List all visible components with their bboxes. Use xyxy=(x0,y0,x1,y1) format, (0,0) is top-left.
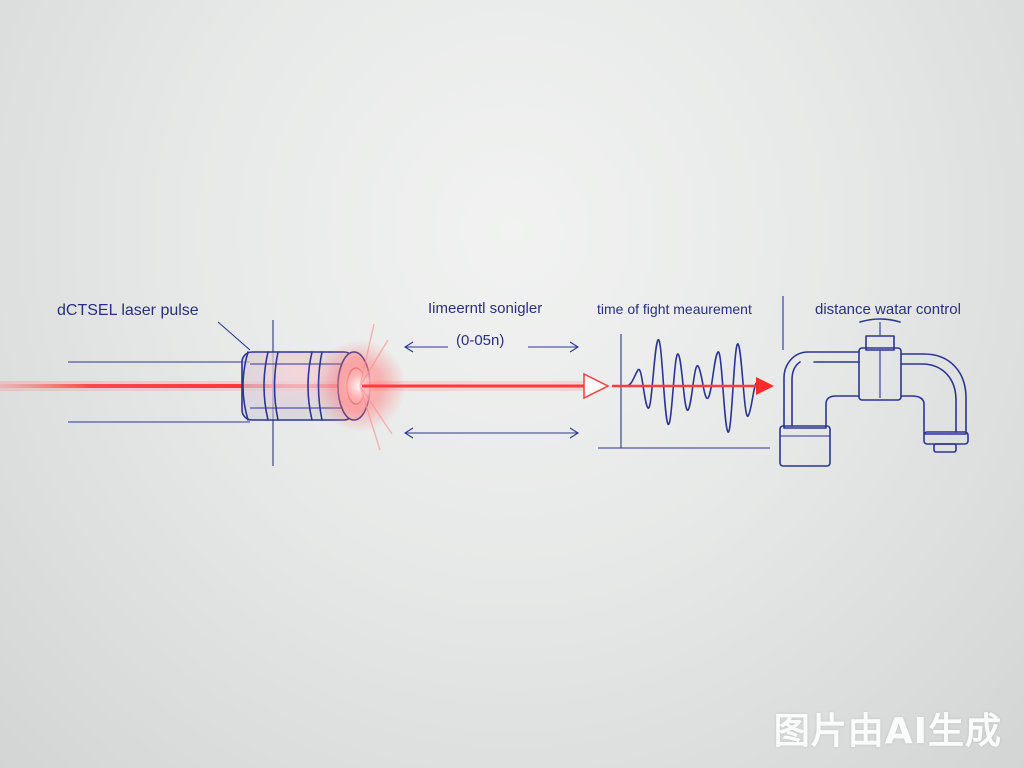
laser-pulse-label: dCTSEL laser pulse xyxy=(57,302,199,319)
beam-arrow-icon xyxy=(583,372,610,400)
glow-rays xyxy=(359,323,393,451)
middle-top-label: Iimeerntl sonigler xyxy=(428,300,542,317)
waveform-icon xyxy=(625,339,759,433)
water-faucet-icon xyxy=(779,318,969,467)
ai-generated-watermark: 图片由AI生成 xyxy=(773,711,1002,752)
tof-label: time of fight meaurement xyxy=(597,301,752,317)
laser-beam-left xyxy=(0,381,360,391)
control-label: distance watar control xyxy=(815,301,961,318)
laser-label-leader xyxy=(217,321,251,351)
laser-beam-main xyxy=(362,372,610,400)
measurement-arrow-top xyxy=(403,341,580,353)
waveform-arrow-icon xyxy=(756,377,774,395)
waveform-beam xyxy=(612,377,774,395)
waveform-frame xyxy=(598,296,784,449)
measurement-arrow-bottom xyxy=(403,427,580,439)
middle-sub-label: (0-05n) xyxy=(456,332,504,349)
